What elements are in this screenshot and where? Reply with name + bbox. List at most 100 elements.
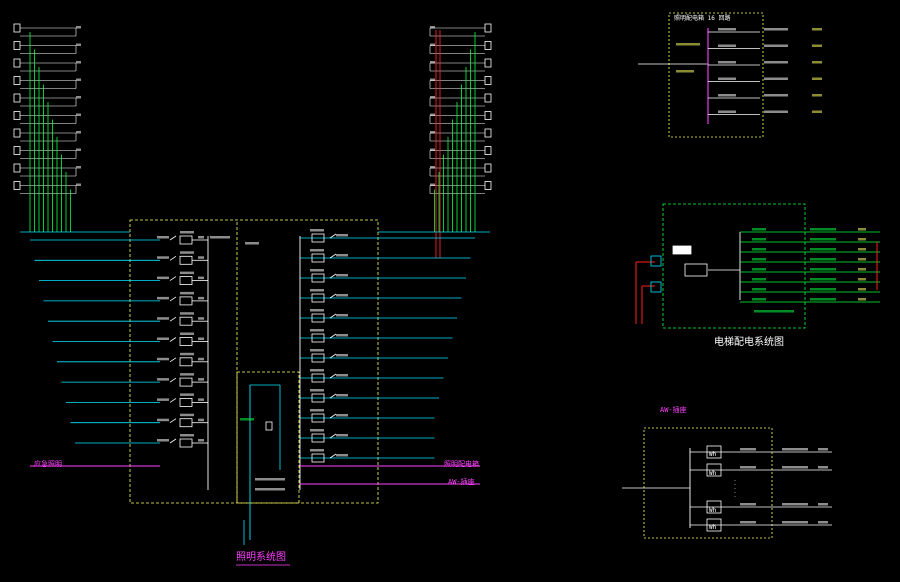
text-mark-152 bbox=[180, 291, 194, 295]
box-261 bbox=[311, 453, 325, 463]
box-28 bbox=[13, 111, 21, 120]
wire-164 bbox=[169, 337, 177, 342]
text-mark-175 bbox=[198, 357, 204, 361]
text-mark-328 bbox=[752, 248, 766, 251]
wire-178 bbox=[169, 377, 177, 383]
text-mark-81 bbox=[430, 78, 435, 81]
text-mark-289 bbox=[764, 44, 788, 47]
text-mark-359 bbox=[740, 448, 756, 451]
text-mark-5 bbox=[76, 26, 81, 29]
text-mark-259 bbox=[336, 434, 348, 437]
text-mark-330 bbox=[858, 248, 866, 251]
text-mark-304 bbox=[718, 110, 736, 113]
wire-171 bbox=[169, 357, 177, 363]
wire-238 bbox=[329, 353, 337, 359]
box-13 bbox=[13, 58, 21, 68]
text-mark-252 bbox=[310, 409, 324, 412]
text-mark-224 bbox=[336, 294, 348, 297]
text-mark-237 bbox=[310, 349, 324, 352]
wire-208 bbox=[329, 233, 337, 239]
wire-258 bbox=[329, 433, 337, 439]
text-mark-239 bbox=[336, 354, 348, 357]
text-mark-294 bbox=[812, 61, 822, 64]
meter-label-4: Wh bbox=[709, 524, 717, 531]
box-354 bbox=[643, 427, 773, 539]
text-mark-376 bbox=[818, 521, 828, 524]
text-mark-101 bbox=[430, 148, 435, 151]
right-circuit-label-2: AW-插座 bbox=[448, 478, 475, 486]
text-mark-111 bbox=[430, 183, 435, 186]
wire-199 bbox=[169, 438, 177, 444]
text-mark-189 bbox=[198, 398, 204, 401]
text-mark-308 bbox=[676, 70, 694, 73]
text-mark-168 bbox=[198, 337, 204, 340]
text-mark-292 bbox=[718, 61, 736, 64]
text-mark-369 bbox=[740, 503, 756, 506]
wire-143 bbox=[169, 276, 177, 281]
text-mark-284 bbox=[718, 28, 736, 31]
text-mark-229 bbox=[336, 314, 348, 317]
text-mark-301 bbox=[764, 94, 788, 97]
box-216 bbox=[311, 273, 325, 283]
text-mark-300 bbox=[718, 94, 736, 97]
box-373 bbox=[706, 518, 722, 532]
left-circuit-label: 应急照明 bbox=[34, 460, 62, 468]
text-mark-249 bbox=[336, 394, 348, 397]
wire-223 bbox=[329, 293, 337, 299]
box-2 bbox=[236, 371, 300, 504]
text-mark-15 bbox=[76, 61, 81, 64]
text-mark-329 bbox=[810, 248, 836, 251]
text-mark-10 bbox=[76, 43, 81, 46]
text-mark-45 bbox=[76, 166, 81, 169]
text-mark-209 bbox=[336, 234, 348, 237]
wire-248 bbox=[329, 393, 337, 399]
text-mark-326 bbox=[858, 238, 866, 241]
text-mark-286 bbox=[812, 28, 822, 31]
text-mark-147 bbox=[198, 276, 204, 280]
wire-192 bbox=[169, 418, 177, 424]
text-mark-234 bbox=[336, 334, 348, 337]
box-48 bbox=[13, 181, 21, 190]
text-mark-375 bbox=[782, 521, 808, 524]
text-mark-366 bbox=[818, 466, 828, 469]
top-right-header: 照明配电箱 16 回路 bbox=[674, 15, 731, 22]
text-mark-254 bbox=[336, 414, 348, 417]
text-mark-25 bbox=[76, 96, 81, 99]
text-mark-212 bbox=[310, 249, 324, 252]
box-269 bbox=[265, 421, 273, 431]
box-280 bbox=[668, 12, 764, 138]
text-mark-307 bbox=[676, 43, 700, 46]
text-mark-344 bbox=[752, 288, 766, 291]
box-18 bbox=[13, 76, 21, 85]
text-mark-106 bbox=[430, 166, 435, 169]
wire-129 bbox=[169, 235, 177, 241]
text-mark-40 bbox=[76, 148, 81, 151]
text-mark-365 bbox=[782, 466, 808, 469]
text-mark-163 bbox=[157, 337, 169, 340]
text-mark-128 bbox=[157, 236, 169, 239]
box-226 bbox=[311, 313, 325, 323]
box-200 bbox=[179, 438, 193, 448]
text-mark-170 bbox=[157, 357, 169, 361]
text-mark-272 bbox=[245, 242, 259, 245]
text-mark-86 bbox=[430, 96, 435, 99]
text-mark-293 bbox=[764, 61, 788, 64]
text-mark-217 bbox=[310, 269, 324, 272]
box-221 bbox=[311, 293, 325, 303]
text-mark-194 bbox=[180, 413, 194, 417]
box-23 bbox=[13, 93, 21, 103]
text-mark-219 bbox=[336, 274, 348, 277]
text-mark-257 bbox=[310, 429, 324, 432]
text-mark-336 bbox=[752, 268, 766, 271]
text-mark-184 bbox=[157, 398, 169, 401]
box-3 bbox=[13, 23, 21, 33]
box-172 bbox=[179, 357, 193, 367]
wire-157 bbox=[169, 316, 177, 322]
text-mark-247 bbox=[310, 389, 324, 392]
text-mark-305 bbox=[764, 110, 788, 113]
box-151 bbox=[179, 296, 193, 306]
text-mark-349 bbox=[810, 298, 836, 301]
wire-213 bbox=[329, 253, 337, 259]
box-211 bbox=[311, 253, 325, 263]
wire-136 bbox=[169, 255, 177, 261]
